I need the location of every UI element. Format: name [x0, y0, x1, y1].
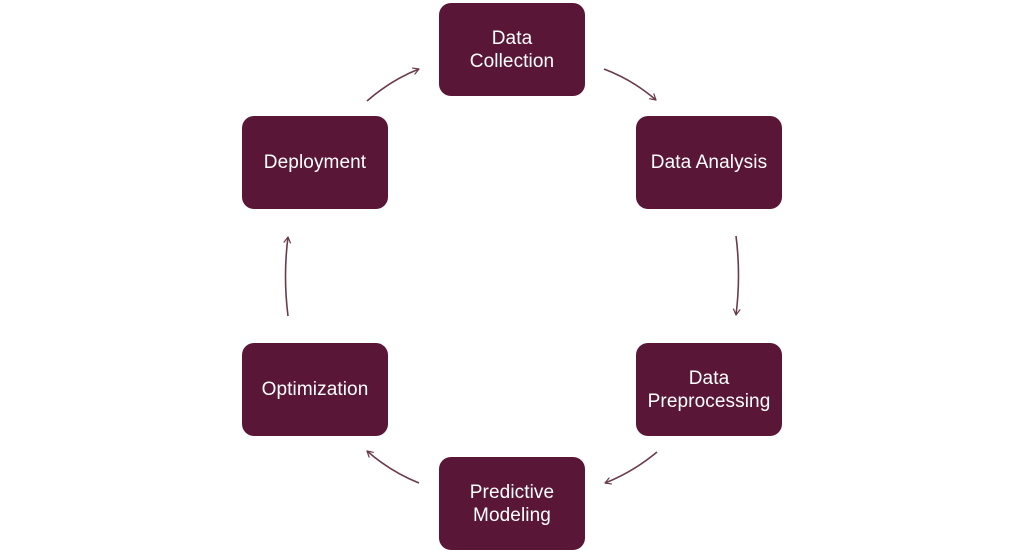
- node-label-data-analysis: Data Analysis: [650, 152, 768, 173]
- arrow-collection-to-analysis: [603, 68, 657, 101]
- arrow-analysis-to-preprocessing: [732, 235, 741, 316]
- node-data-analysis: Data Analysis: [636, 116, 782, 209]
- node-data-collection: Data Collection: [439, 3, 585, 96]
- arrow-preprocessing-to-modeling: [604, 451, 658, 485]
- node-predictive-modeling: Predictive Modeling: [439, 457, 585, 550]
- node-deployment: Deployment: [242, 116, 388, 209]
- node-label-data-collection: Data Collection: [469, 27, 555, 72]
- node-optimization: Optimization: [242, 343, 388, 436]
- node-label-data-preprocessing: Data Preprocessing: [647, 367, 771, 412]
- node-label-predictive-modeling: Predictive Modeling: [469, 481, 555, 526]
- node-label-deployment: Deployment: [263, 152, 367, 173]
- arrow-modeling-to-optimization: [366, 450, 420, 484]
- node-data-preprocessing: Data Preprocessing: [636, 343, 782, 436]
- arrow-deployment-to-collection: [366, 67, 420, 102]
- arrow-optimization-to-deployment: [283, 236, 292, 317]
- node-label-optimization: Optimization: [261, 379, 369, 400]
